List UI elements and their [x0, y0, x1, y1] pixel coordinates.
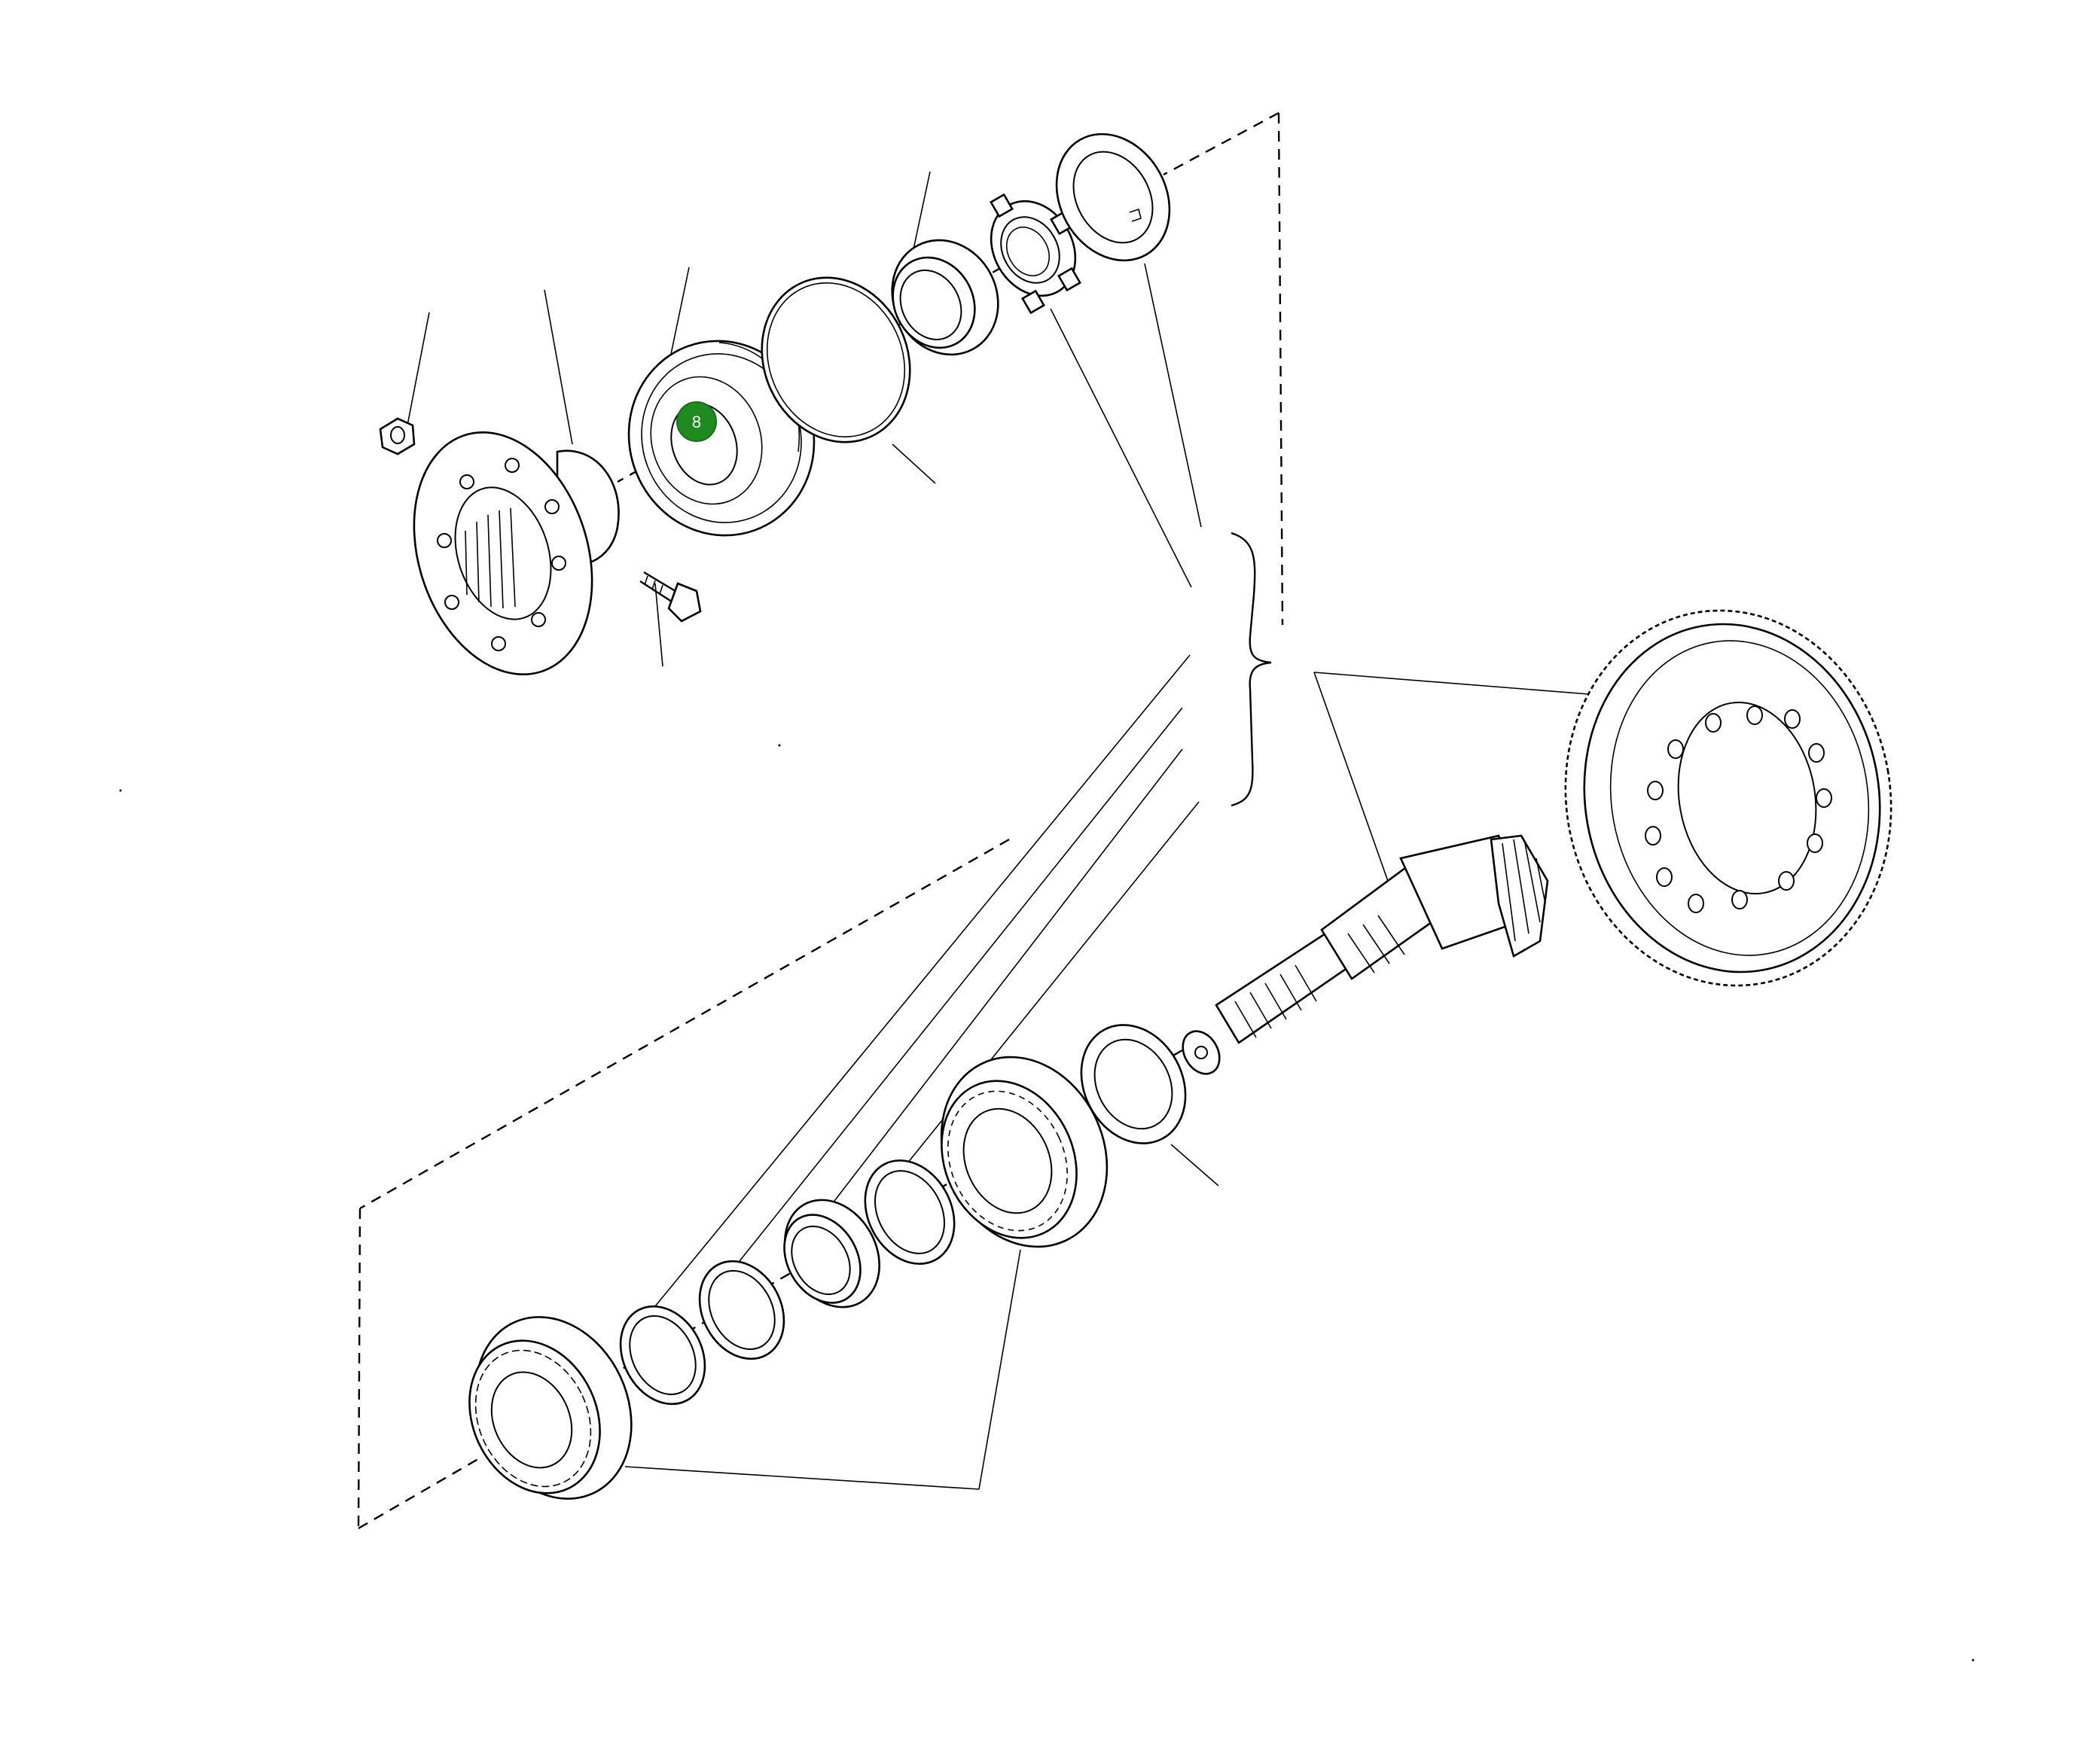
grouping-brace	[1231, 532, 1272, 807]
speck	[778, 744, 781, 747]
bearing-cup	[891, 239, 999, 356]
callout-marker-8[interactable]: 8	[676, 401, 717, 442]
shim-ring	[864, 1159, 956, 1265]
spacer-ring	[698, 1260, 785, 1360]
shaft-splines	[1234, 915, 1405, 1038]
speck	[1972, 1659, 1975, 1662]
roller-bearing	[468, 1316, 633, 1500]
hex-nut	[379, 417, 416, 455]
oil-seal	[627, 340, 816, 537]
callout-label[interactable]: 8	[692, 413, 701, 431]
leader-lines	[406, 171, 1618, 1490]
spacer	[783, 1199, 880, 1309]
output-flange	[413, 431, 620, 675]
slotted-nut	[990, 193, 1081, 315]
o-ring-inner	[766, 282, 906, 437]
callout-badge[interactable]	[676, 401, 717, 442]
washer-ring	[619, 1305, 706, 1406]
lock-washer	[1055, 133, 1171, 262]
thrust-washer	[1080, 1024, 1187, 1144]
ring-gear	[1564, 609, 1892, 987]
flange-bolt	[639, 571, 702, 623]
pinion-shaft	[1182, 834, 1549, 1075]
tapered-roller-bearing	[940, 1056, 1109, 1248]
flange-splines	[465, 507, 516, 609]
pinion-gear-teeth	[1490, 834, 1549, 958]
speck	[119, 789, 122, 792]
o-ring	[761, 276, 911, 443]
ring-gear-bolt-holes	[1645, 705, 1832, 913]
